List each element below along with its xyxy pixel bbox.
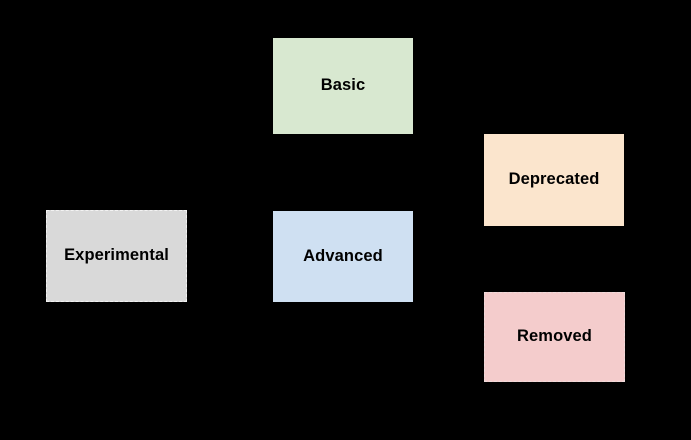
diagram-node-basic-label: Basic	[320, 76, 366, 95]
diagram-node-experimental[interactable]: Experimental	[46, 210, 187, 302]
diagram-node-removed[interactable]: Removed	[484, 292, 625, 382]
diagram-node-experimental-label: Experimental	[64, 246, 169, 265]
diagram-node-basic[interactable]: Basic	[273, 38, 413, 134]
diagram-node-advanced-label: Advanced	[303, 246, 383, 265]
diagram-node-deprecated[interactable]: Deprecated	[484, 134, 624, 226]
diagram-node-removed-label: Removed	[517, 327, 592, 346]
diagram-node-advanced[interactable]: Advanced	[273, 211, 413, 302]
diagram-node-deprecated-label: Deprecated	[508, 170, 600, 189]
